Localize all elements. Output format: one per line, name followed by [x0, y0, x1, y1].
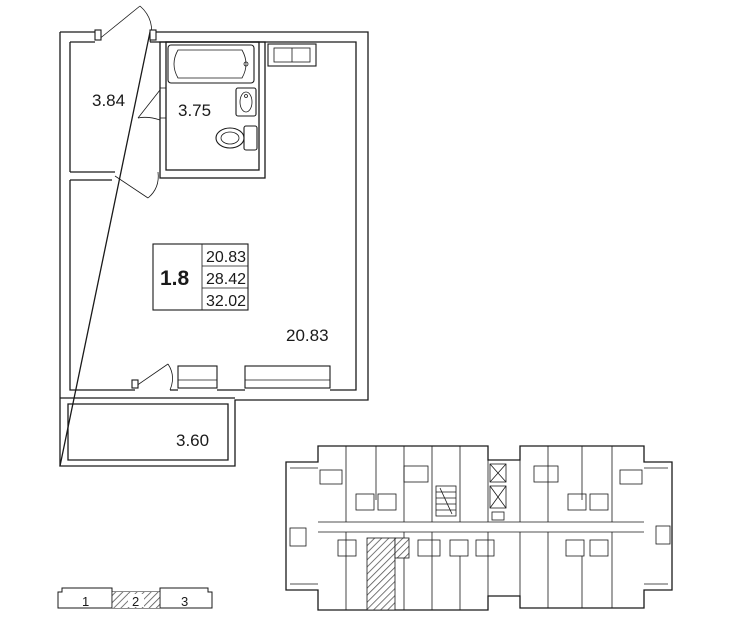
sink-icon	[235, 87, 257, 117]
area-summary-box: 1.8 20.83 28.42 32.02	[152, 243, 249, 311]
bath-area-label: 3.75	[178, 101, 211, 120]
section-key: 1 2 3	[57, 587, 213, 609]
bathroom-door	[137, 89, 161, 121]
hall-door	[114, 171, 159, 199]
selected-apartment-highlight	[366, 537, 396, 611]
balcony-door	[131, 363, 173, 391]
section-key-label-3: 3	[181, 594, 188, 609]
inner-wall	[69, 41, 357, 391]
summary-living-area: 20.83	[206, 249, 246, 266]
balcony-window	[177, 365, 331, 389]
entrance-door	[94, 5, 157, 43]
summary-total-area: 28.42	[206, 271, 246, 288]
stair-core	[435, 485, 457, 517]
unit-code: 1.8	[160, 267, 190, 290]
summary-total-with-balcony: 32.02	[206, 293, 246, 310]
section-key-label-2: 2	[132, 594, 139, 609]
floor-overview-plan	[285, 445, 673, 611]
hall-area-label: 3.84	[92, 91, 125, 110]
elevator-shafts	[489, 463, 507, 521]
living-area-label: 20.83	[286, 326, 329, 345]
balcony-area-label: 3.60	[176, 431, 209, 450]
apartment-plan: 3.84 3.75 20.83 3.60 1.8 20.83 28.42 32.…	[59, 5, 369, 467]
section-key-label-1: 1	[82, 594, 89, 609]
bathtub-icon	[167, 44, 255, 84]
balcony-outline	[60, 397, 235, 461]
toilet-icon	[215, 125, 258, 151]
washer-icon	[267, 43, 317, 67]
